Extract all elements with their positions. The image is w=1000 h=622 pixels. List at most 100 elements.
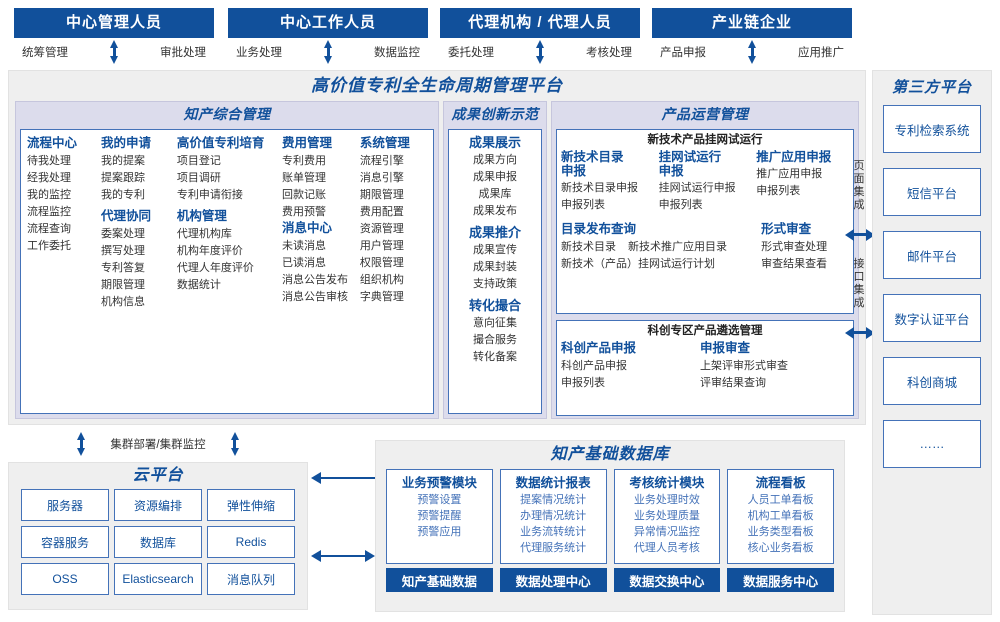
kdb-item[interactable]: 业务类型看板 [747, 526, 814, 538]
cloud-cell-database[interactable]: 数据库 [114, 526, 202, 558]
menu-item[interactable]: 委案处理 [100, 228, 145, 240]
menu-item[interactable]: 形式审查处理 [761, 241, 828, 253]
menu-item[interactable]: 提案跟踪 [100, 172, 145, 184]
menu-item[interactable]: 新技术（产品）挂网试运行计划 [561, 258, 715, 270]
kdb-item[interactable]: 业务流转统计 [520, 526, 587, 538]
menu-item[interactable]: 上架评审形式审查 [700, 360, 789, 372]
cloud-cell-autoscaling[interactable]: 弹性伸缩 [207, 489, 295, 521]
menu-item[interactable]: 成果方向 [473, 154, 517, 166]
menu-item[interactable]: 流程查询 [27, 223, 71, 235]
menu-item[interactable]: 成果封装 [473, 261, 517, 273]
menu-item[interactable]: 评审结果查询 [700, 377, 767, 389]
kdb-footer-service-center[interactable]: 数据服务中心 [727, 568, 834, 592]
menu-item[interactable]: 成果宣传 [473, 244, 517, 256]
menu-item[interactable]: 项目调研 [176, 172, 221, 184]
menu-item[interactable]: 期限管理 [100, 279, 145, 291]
third-party-item-sms[interactable]: 短信平台 [883, 168, 981, 216]
menu-item[interactable]: 消息引擎 [359, 172, 404, 184]
menu-item[interactable]: 科创产品申报 [561, 360, 627, 372]
menu-item[interactable]: 专利费用 [282, 155, 326, 167]
cloud-platform-title: 云平台 [132, 467, 184, 484]
menu-item[interactable]: 经我处理 [27, 172, 71, 184]
menu-item[interactable]: 流程引擎 [359, 155, 404, 167]
menu-item[interactable]: 成果发布 [473, 205, 517, 217]
kdb-footer-base-data[interactable]: 知产基础数据 [386, 568, 493, 592]
kdb-item[interactable]: 异常情况监控 [633, 526, 700, 538]
kdb-item[interactable]: 预警设置 [417, 494, 462, 506]
menu-item[interactable]: 撰写处理 [100, 245, 145, 257]
menu-item[interactable]: 字典管理 [359, 291, 404, 303]
kdb-item[interactable]: 提案情况统计 [520, 494, 587, 506]
menu-item[interactable]: 已读消息 [282, 257, 326, 269]
menu-item[interactable]: 期限管理 [359, 189, 404, 201]
section-body: 流程中心 待我处理 经我处理 我的监控 流程监控 流程查询 工作委托 我的申请 … [20, 129, 434, 414]
menu-item[interactable]: 成果申报 [473, 171, 517, 183]
menu-item[interactable]: 机构信息 [100, 296, 145, 308]
kdb-item[interactable]: 人员工单看板 [747, 494, 814, 506]
menu-item[interactable]: 流程监控 [27, 206, 71, 218]
menu-item[interactable]: 机构年度评价 [176, 245, 243, 257]
third-party-item-more[interactable]: …… [883, 420, 981, 468]
menu-item[interactable]: 项目登记 [176, 155, 221, 167]
third-party-item-email[interactable]: 邮件平台 [883, 231, 981, 279]
third-party-item-digital-cert[interactable]: 数字认证平台 [883, 294, 981, 342]
menu-item[interactable]: 审查结果查看 [761, 258, 828, 270]
menu-item[interactable]: 推广应用申报 [756, 168, 823, 180]
kdb-footer-exchange-center[interactable]: 数据交换中心 [613, 568, 721, 592]
menu-item[interactable]: 转化备案 [473, 351, 517, 363]
kdb-item[interactable]: 办理情况统计 [520, 510, 587, 522]
menu-item[interactable]: 新技术推广应用目录 [628, 241, 727, 253]
kdb-item[interactable]: 业务处理质量 [633, 510, 700, 522]
menu-item[interactable]: 权限管理 [359, 257, 404, 269]
menu-item[interactable]: 未读消息 [282, 240, 326, 252]
cloud-cell-server[interactable]: 服务器 [21, 489, 109, 521]
menu-item[interactable]: 组织机构 [359, 274, 404, 286]
third-party-item-patent-search[interactable]: 专利检索系统 [883, 105, 981, 153]
menu-item[interactable]: 申报列表 [561, 377, 605, 389]
menu-item[interactable]: 工作委托 [27, 240, 71, 252]
menu-item[interactable]: 新技术目录申报 [561, 182, 638, 194]
menu-item[interactable]: 我的专利 [100, 189, 145, 201]
menu-item[interactable]: 代理机构库 [176, 228, 232, 240]
menu-item[interactable]: 账单管理 [282, 172, 326, 184]
cloud-cell-oss[interactable]: OSS [21, 563, 109, 595]
menu-item[interactable]: 消息公告发布 [282, 274, 348, 286]
menu-item[interactable]: 我的监控 [27, 189, 71, 201]
menu-item[interactable]: 代理人年度评价 [176, 262, 254, 274]
menu-item[interactable]: 回款记账 [282, 189, 326, 201]
cloud-cell-mq[interactable]: 消息队列 [207, 563, 295, 595]
menu-item[interactable]: 待我处理 [27, 155, 71, 167]
menu-item[interactable]: 我的提案 [100, 155, 145, 167]
menu-item[interactable]: 新技术目录 [561, 241, 616, 253]
cloud-cell-container[interactable]: 容器服务 [21, 526, 109, 558]
menu-item[interactable]: 成果库 [478, 188, 512, 200]
menu-item[interactable]: 消息公告审核 [282, 291, 348, 303]
kdb-item[interactable]: 预警应用 [417, 526, 462, 538]
menu-item[interactable]: 申报列表 [658, 199, 703, 211]
menu-item[interactable]: 申报列表 [756, 185, 801, 197]
kdb-item[interactable]: 代理服务统计 [520, 542, 587, 554]
kdb-footer-processing-center[interactable]: 数据处理中心 [499, 568, 607, 592]
menu-item[interactable]: 专利申请衔接 [176, 189, 243, 201]
menu-item[interactable]: 费用配置 [359, 206, 404, 218]
section-ip-management: 知产综合管理 流程中心 待我处理 经我处理 我的监控 流程监控 流程查询 工作委… [15, 101, 439, 419]
kdb-item[interactable]: 核心业务看板 [747, 542, 814, 554]
kdb-item[interactable]: 机构工单看板 [747, 510, 814, 522]
cloud-cell-orchestration[interactable]: 资源编排 [114, 489, 202, 521]
cloud-cell-elasticsearch[interactable]: Elasticsearch [114, 563, 202, 595]
cloud-cell-redis[interactable]: Redis [207, 526, 295, 558]
menu-item[interactable]: 数据统计 [176, 279, 221, 291]
menu-item[interactable]: 撮合服务 [473, 334, 517, 346]
menu-item[interactable]: 专利答复 [100, 262, 145, 274]
menu-item[interactable]: 资源管理 [359, 223, 404, 235]
kdb-item[interactable]: 预警提醒 [417, 510, 462, 522]
menu-item[interactable]: 申报列表 [561, 199, 605, 211]
menu-item[interactable]: 支持政策 [473, 278, 517, 290]
menu-item[interactable]: 意向征集 [473, 317, 517, 329]
kdb-item[interactable]: 业务处理时效 [633, 494, 700, 506]
menu-item[interactable]: 挂网试运行申报 [658, 182, 736, 194]
menu-item[interactable]: 用户管理 [359, 240, 404, 252]
third-party-item-innovation-mall[interactable]: 科创商城 [883, 357, 981, 405]
menu-item[interactable]: 费用预警 [282, 206, 326, 218]
kdb-item[interactable]: 代理人员考核 [633, 542, 700, 554]
